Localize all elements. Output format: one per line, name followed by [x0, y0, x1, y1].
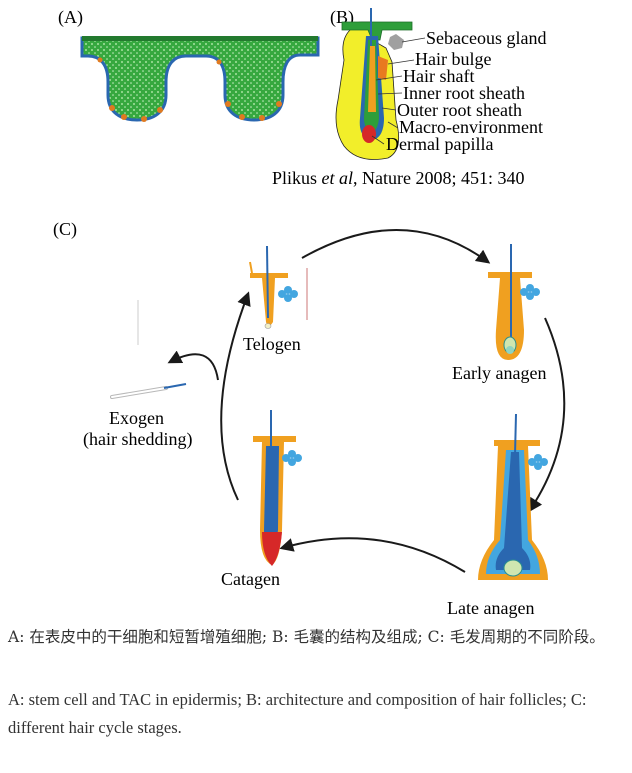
- citation: Plikus et al, Nature 2008; 451: 340: [272, 168, 525, 188]
- caption-chinese: A: 在表皮中的干细胞和短暂增殖细胞; B: 毛囊的结构及组成; C: 毛发周期…: [8, 623, 628, 651]
- epidermis-diagram: [82, 36, 318, 122]
- citation-author: Plikus: [272, 168, 322, 188]
- stage-exogen-subtitle: (hair shedding): [83, 429, 192, 450]
- arrow-late-anagen-to-catagen: [282, 538, 465, 572]
- caption-english: A: stem cell and TAC in epidermis; B: ar…: [8, 686, 628, 742]
- panel-c-label: (C): [53, 219, 77, 240]
- arrow-telogen-to-early-anagen: [302, 230, 488, 262]
- label-dermal-papilla: Dermal papilla: [386, 134, 493, 154]
- stage-catagen: Catagen: [221, 569, 280, 589]
- arrow-telogen-to-exogen: [170, 354, 218, 380]
- stage-late-anagen: Late anagen: [447, 598, 534, 618]
- catagen-follicle: [253, 410, 302, 566]
- arrow-early-anagen-to-late-anagen: [530, 318, 564, 510]
- early-anagen-follicle: [488, 244, 540, 360]
- stage-telogen: Telogen: [243, 334, 301, 354]
- follicle-architecture-diagram: Sebaceous gland Hair bulge Hair shaft In…: [336, 8, 546, 160]
- arrow-catagen-to-telogen: [221, 294, 248, 500]
- citation-rest: , Nature 2008; 451: 340: [353, 168, 524, 188]
- panel-a-label: (A): [58, 7, 83, 28]
- citation-etal: et al: [322, 168, 354, 188]
- label-sebaceous-gland: Sebaceous gland: [426, 28, 546, 48]
- stage-early-anagen: Early anagen: [452, 363, 546, 383]
- exogen-shed-hair: [112, 384, 186, 397]
- telogen-follicle: [138, 246, 307, 345]
- hair-follicle-figure: (A) (B) Sebaceous gland H: [0, 0, 632, 620]
- stage-exogen: Exogen: [109, 408, 164, 428]
